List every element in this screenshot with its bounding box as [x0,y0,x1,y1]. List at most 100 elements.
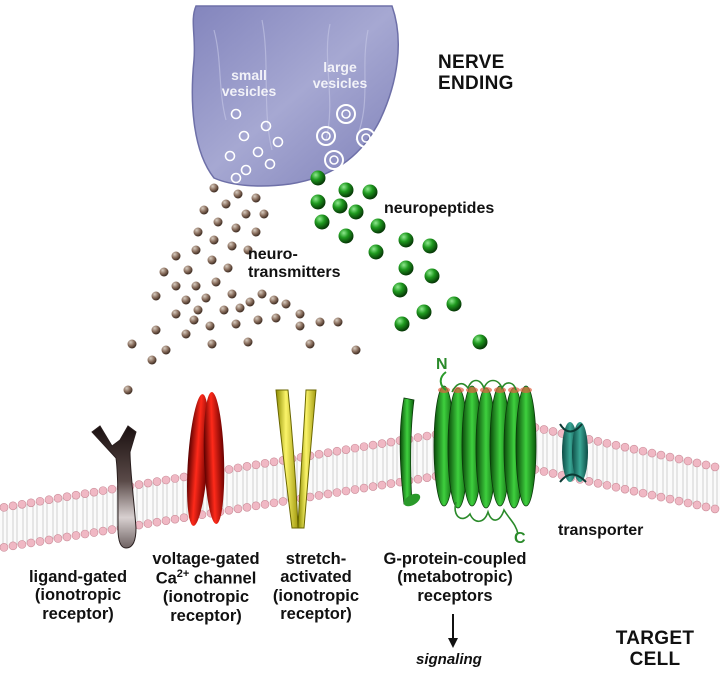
signaling-label: signaling [416,651,482,668]
neuropeptide-molecule [394,316,410,332]
neurotransmitter-molecule [253,315,263,325]
neurotransmitter-molecule [161,345,171,355]
lipid-head [89,487,99,497]
neurotransmitter-molecules [123,183,361,395]
neurotransmitter-molecule [241,209,251,219]
lipid-head [710,462,720,472]
lipid-head [611,440,621,450]
lipid-head [413,474,423,484]
small-vesicle [230,108,242,120]
large-vesicle-core [361,133,371,143]
neurotransmitter-molecule [171,251,181,261]
lipid-head [629,486,639,496]
lipid-head [674,496,684,506]
lipid-head [242,462,252,471]
neurotransmitter-molecule [223,263,233,273]
lipid-head [665,452,675,462]
lipid-head [98,486,108,495]
neurotransmitter-molecule [181,295,191,305]
neurotransmitter-molecule [219,305,229,315]
neurotransmitter-molecule [269,295,279,305]
neuropeptide-molecule [398,260,414,276]
lipid-head [224,465,234,474]
neurotransmitter-molecule [295,321,305,331]
small-vesicle [260,120,272,132]
lipid-head [260,500,270,509]
large-vesicle-core [329,155,339,165]
small-vesicle [252,146,264,158]
n-terminus-label: N [436,356,448,373]
lipid-head [152,517,162,527]
neuropeptide-molecule [446,296,462,312]
lipid-head [638,446,648,456]
neurotransmitter-molecule [181,329,191,339]
neuropeptide-molecule [314,214,330,230]
neuropeptide-molecules [310,170,488,350]
lipid-head [53,534,63,543]
lipid-head [8,501,18,511]
small-vesicle [272,136,284,148]
neurotransmitter-molecule [191,281,201,291]
lipid-head [341,445,351,454]
neurotransmitter-molecule [209,183,219,193]
transporter-protein [559,422,588,483]
lipid-head [134,480,144,489]
lipid-head [80,489,90,498]
lipid-head [170,474,180,483]
stretch-activated-label: stretch- activated (ionotropic receptor) [272,550,360,624]
lipid-head [323,448,333,457]
lipid-head [602,480,612,490]
lipid-head [368,482,378,491]
large-vesicles [316,104,376,170]
lipid-head [341,486,351,496]
large-vesicle [316,126,336,146]
neurotransmitter-molecule [333,317,343,327]
neuropeptide-molecule [310,170,326,186]
gpcr-helix-cap [438,387,450,393]
neuropeptide-molecule [422,238,438,254]
lipid-head [143,478,153,488]
c-terminus-label: C [514,530,526,547]
lipid-head [413,433,423,442]
neuropeptide-molecule [416,304,432,320]
lipid-head [647,490,657,500]
lipid-head [8,541,18,551]
neurotransmitter-molecule [199,205,209,215]
gpcr-helix-cap [466,387,478,393]
neuropeptide-molecule [338,182,354,198]
neurotransmitter-molecule [305,339,315,349]
neurotransmitter-molecule [151,291,161,301]
small-vesicles [224,108,284,184]
neurotransmitter-molecule [243,245,253,255]
gpcr-helix-cap [508,387,520,393]
neurotransmitter-molecule [201,293,211,303]
lipid-head [98,526,108,536]
lipid-head [683,456,693,466]
lipid-head [539,467,549,476]
neurotransmitter-molecule [193,305,203,315]
lipid-head [179,472,189,482]
neurotransmitter-molecule [271,313,281,323]
lipid-head [107,484,117,494]
ligand-gated-receptor [91,425,137,549]
neurotransmitter-molecule [221,199,231,209]
lipid-head [44,535,54,545]
lipid-head [161,475,171,485]
lipid-head [683,498,693,508]
lipid-head [620,484,630,494]
lipid-head [674,454,684,464]
lipid-head [377,480,387,490]
neurotransmitter-molecule [315,317,325,327]
lipid-head [0,543,9,552]
neurotransmitter-molecule [159,267,169,277]
neurotransmitter-molecule [183,265,193,275]
lipid-head [224,505,234,515]
neurotransmitter-molecule [207,339,217,349]
neurotransmitters-label: neuro- transmitters [248,246,341,281]
lipid-head [44,495,54,505]
neurotransmitter-molecule [245,297,255,307]
gpcr-helix-cap [520,387,532,393]
small-vesicles-label: small vesicles [221,67,277,99]
lipid-head [665,494,675,504]
lipid-head [332,488,342,497]
